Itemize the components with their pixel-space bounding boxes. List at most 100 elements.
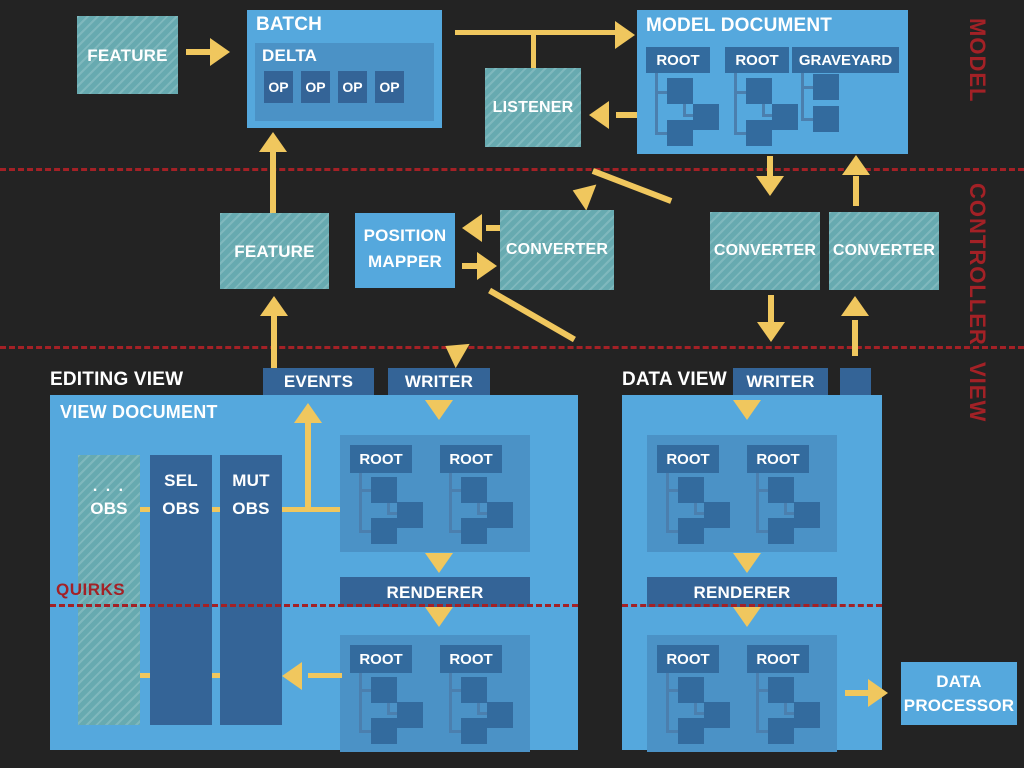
op-box-3[interactable]: OP (338, 71, 367, 103)
editing-renderer-box[interactable]: RENDERER (340, 577, 530, 607)
op-box-2[interactable]: OP (301, 71, 330, 103)
model-doc-root-tag-2[interactable]: ROOT (725, 47, 789, 73)
arrow-converter-to-writer-shaft (488, 287, 576, 343)
view-document-title: VIEW DOCUMENT (60, 402, 218, 422)
data-tree-bottom-container[interactable]: ROOT ROOT (647, 635, 837, 752)
editing-bottom-root-label-1: ROOT (359, 650, 403, 668)
arrow-modeldoc-to-convA-head (756, 176, 784, 196)
editing-tree-bottom-container[interactable]: ROOT ROOT (340, 635, 530, 752)
editing-writer-tab[interactable]: WRITER (388, 368, 490, 395)
controller-feature-label: FEATURE (234, 241, 315, 261)
data-writer-label: WRITER (746, 372, 815, 391)
model-doc-root-label-1: ROOT (656, 51, 700, 69)
data-top-tree-1 (657, 473, 747, 545)
arrow-converter-to-writer-head (438, 333, 470, 369)
observer-link-bottom-2 (212, 673, 220, 678)
observer-mut-line2: OBS (232, 499, 270, 518)
data-extra-tab[interactable] (840, 368, 871, 395)
data-quirks-divider (622, 604, 882, 607)
editing-top-root-tag-1[interactable]: ROOT (350, 445, 412, 473)
data-bottom-root-tag-1[interactable]: ROOT (657, 645, 719, 673)
model-document-box[interactable]: MODEL DOCUMENT ROOT ROOT (637, 10, 908, 154)
arrow-convA-to-dataview-shaft (768, 295, 774, 325)
model-doc-root-label-2: ROOT (735, 51, 779, 69)
arrow-obs-to-events-head (294, 403, 322, 423)
editing-bottom-tree-1 (350, 673, 440, 745)
arrow-events-to-feature-head (260, 296, 288, 316)
batch-box[interactable]: BATCH DELTA OP OP OP OP (247, 10, 442, 128)
arrow-convB-to-modeldoc-head (842, 155, 870, 175)
data-bottom-tree-1 (657, 673, 747, 745)
listener-box[interactable]: LISTENER (485, 68, 581, 147)
converter-main-box[interactable]: CONVERTER (500, 210, 614, 290)
observer-column-sel[interactable]: SEL OBS (150, 455, 212, 725)
converter-dataview-a-box[interactable]: CONVERTER (710, 212, 820, 290)
arrow-datarenderer-to-bottomtree-head (733, 607, 761, 627)
data-view-panel[interactable]: ROOT ROOT (622, 395, 882, 752)
observer-sel-line1: SEL (164, 471, 198, 490)
data-bottom-root-label-2: ROOT (756, 650, 800, 668)
lane-label-model: MODEL (965, 18, 990, 103)
model-feature-box[interactable]: FEATURE (77, 16, 178, 94)
observer-column-other[interactable]: . . . OBS (78, 455, 140, 725)
arrow-posmapper-to-converter-shaft (462, 263, 478, 269)
data-processor-box[interactable]: DATA PROCESSOR (901, 662, 1017, 725)
arrow-batch-to-modeldoc-head (615, 21, 635, 49)
model-document-title: MODEL DOCUMENT (646, 15, 833, 36)
delta-box[interactable]: DELTA OP OP OP OP (255, 43, 434, 121)
divider-model-controller (0, 168, 1024, 171)
controller-feature-box[interactable]: FEATURE (220, 213, 329, 289)
op-label-1: OP (268, 79, 289, 95)
batch-title: BATCH (256, 14, 323, 35)
arrow-events-to-feature-shaft (271, 316, 277, 372)
view-document-panel[interactable]: VIEW DOCUMENT . . . OBS SEL OBS MUT OBS (50, 395, 578, 752)
divider-controller-view (0, 346, 1024, 349)
editing-bottom-root-tag-1[interactable]: ROOT (350, 645, 412, 673)
arrow-convB-to-modeldoc-shaft (853, 176, 859, 206)
data-bottom-root-tag-2[interactable]: ROOT (747, 645, 809, 673)
data-processor-line1: DATA (936, 672, 982, 691)
editing-bottom-root-label-2: ROOT (449, 650, 493, 668)
arrow-converter-to-posmapper-shaft (486, 225, 500, 231)
observer-other-line1: . . . (92, 478, 126, 495)
arrow-tree-to-renderer-head (425, 553, 453, 573)
converter-main-label: CONVERTER (505, 241, 609, 258)
arrow-modeldoc-to-listener-shaft (616, 112, 638, 118)
editing-bottom-tree-2 (440, 673, 530, 745)
arrow-writer-to-tree-head (425, 400, 453, 420)
data-renderer-label: RENDERER (693, 582, 791, 602)
editing-top-root-label-1: ROOT (359, 450, 403, 468)
editing-tree-top-container[interactable]: ROOT ROOT (340, 435, 530, 552)
data-top-root-tag-2[interactable]: ROOT (747, 445, 809, 473)
editing-renderer-label: RENDERER (386, 582, 484, 602)
editing-bottom-root-tag-2[interactable]: ROOT (440, 645, 502, 673)
arrow-convA-to-dataview-head (757, 322, 785, 342)
data-tree-top-container[interactable]: ROOT ROOT (647, 435, 837, 552)
data-top-root-tag-1[interactable]: ROOT (657, 445, 719, 473)
data-renderer-box[interactable]: RENDERER (647, 577, 837, 607)
arrow-dataview-to-convB-head (841, 296, 869, 316)
arrow-modeldoc-to-converter-shaft (591, 168, 673, 204)
model-doc-graveyard-tag[interactable]: GRAVEYARD (792, 47, 899, 73)
editing-events-tab[interactable]: EVENTS (263, 368, 374, 395)
model-doc-tree-2 (725, 73, 805, 146)
editing-top-root-tag-2[interactable]: ROOT (440, 445, 502, 473)
converter-dataview-a-label: CONVERTER (713, 242, 817, 259)
observer-column-mut[interactable]: MUT OBS (220, 455, 282, 725)
data-writer-tab[interactable]: WRITER (733, 368, 828, 395)
arrow-bottomtree-to-obs-head (282, 662, 302, 690)
op-box-1[interactable]: OP (264, 71, 293, 103)
arrow-cfeature-to-batch-head (259, 132, 287, 152)
arrow-modeldoc-to-listener-head (589, 101, 609, 129)
model-doc-root-tag-1[interactable]: ROOT (646, 47, 710, 73)
arrow-datawriter-to-tree-head (733, 400, 761, 420)
data-bottom-root-label-1: ROOT (666, 650, 710, 668)
op-box-4[interactable]: OP (375, 71, 404, 103)
converter-dataview-b-box[interactable]: CONVERTER (829, 212, 939, 290)
observer-other-line2: OBS (90, 499, 128, 518)
converter-dataview-b-label: CONVERTER (832, 242, 936, 259)
position-mapper-box[interactable]: POSITION MAPPER (355, 213, 455, 288)
arrow-modeldoc-to-converter-head (567, 177, 597, 211)
data-top-root-label-2: ROOT (756, 450, 800, 468)
